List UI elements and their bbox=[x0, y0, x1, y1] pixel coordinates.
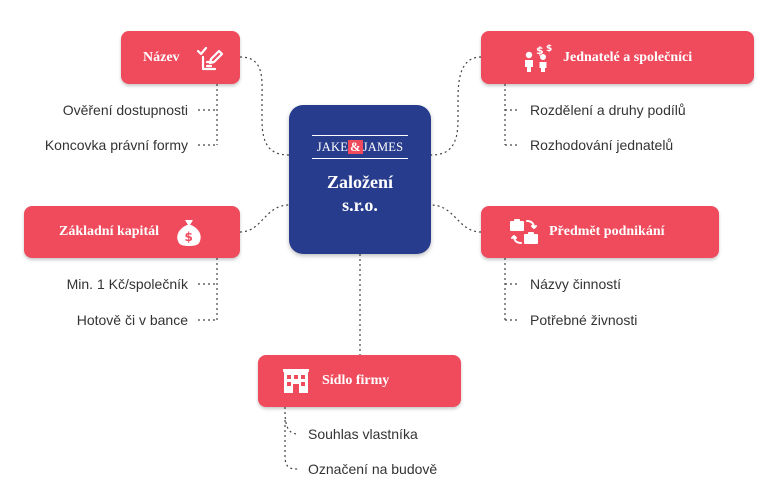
node-predmet: Předmět podnikání bbox=[481, 206, 719, 258]
brand-logo: JAKE&JAMES bbox=[312, 135, 408, 159]
list-item: Min. 1 Kč/společník bbox=[66, 276, 188, 292]
list-item: Ověření dostupnosti bbox=[62, 102, 188, 118]
list-item: Rozhodování jednatelů bbox=[530, 137, 674, 153]
svg-text:$: $ bbox=[546, 44, 552, 54]
node-kapital: Základní kapitál $ bbox=[24, 206, 240, 258]
node-sidlo: Sídlo firmy bbox=[258, 355, 461, 407]
money-bag-icon: $ bbox=[177, 220, 201, 246]
svg-text:$: $ bbox=[536, 44, 544, 57]
node-jednatele: $ $ Jednatelé a společníci bbox=[481, 31, 754, 84]
list-item: Rozdělení a druhy podílů bbox=[530, 102, 686, 118]
list-item: Označení na budově bbox=[308, 461, 438, 477]
brand-right: JAMES bbox=[362, 140, 404, 154]
svg-text:$: $ bbox=[185, 230, 193, 244]
people-dollar-icon: $ $ bbox=[525, 44, 552, 72]
center-node: JAKE&JAMES Založení s.r.o. bbox=[289, 105, 431, 254]
building-icon bbox=[283, 369, 309, 393]
list-item: Hotově či v bance bbox=[76, 312, 188, 328]
brand-amp: & bbox=[348, 140, 363, 154]
list-item: Koncovka právní formy bbox=[44, 137, 188, 153]
list-item: Potřebné živnosti bbox=[530, 312, 638, 328]
list-item: Názvy činností bbox=[530, 276, 622, 292]
center-title-line1: Založení bbox=[327, 172, 393, 192]
list-item: Souhlas vlastníka bbox=[308, 426, 418, 442]
node-sidlo-label: Sídlo firmy bbox=[322, 373, 390, 388]
node-nazev-label: Název bbox=[143, 49, 180, 65]
center-title: Založení s.r.o. bbox=[289, 171, 431, 217]
checklist-pencil-icon bbox=[196, 46, 223, 70]
center-title-line2: s.r.o. bbox=[342, 195, 378, 215]
brand-left: JAKE bbox=[316, 140, 349, 154]
briefcase-exchange-icon bbox=[510, 219, 538, 244]
node-jednatele-label: Jednatelé a společníci bbox=[563, 49, 693, 65]
node-kapital-label: Základní kapitál bbox=[59, 224, 159, 239]
node-predmet-label: Předmět podnikání bbox=[549, 224, 665, 239]
node-nazev: Název bbox=[121, 31, 240, 84]
